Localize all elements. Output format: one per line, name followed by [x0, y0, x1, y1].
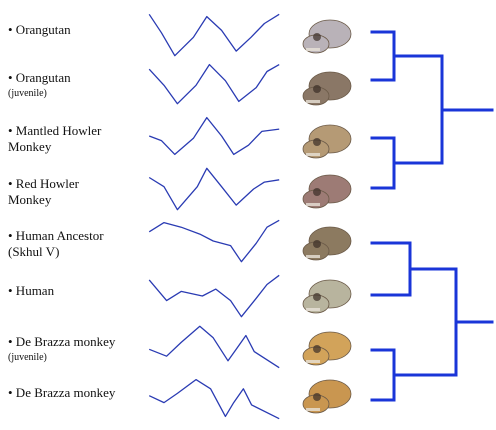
phylogeny-figure: • Orangutan• Orangutan(juvenile)• Mantle…	[0, 0, 496, 430]
dendrogram	[0, 0, 496, 430]
